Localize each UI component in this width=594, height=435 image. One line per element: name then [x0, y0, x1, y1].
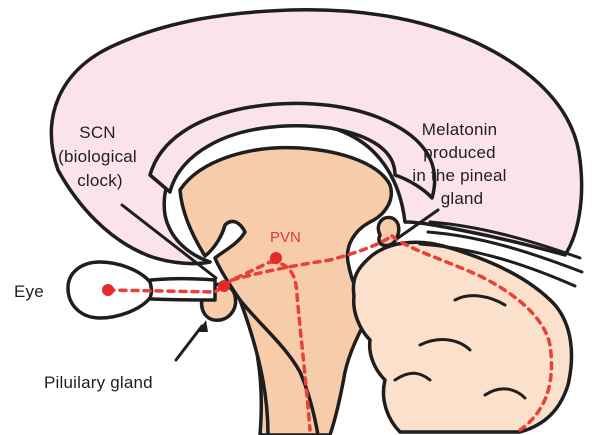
- pituitary-arrow-head: [198, 320, 208, 332]
- eye-dot: [102, 284, 114, 296]
- scn-dot: [218, 280, 230, 292]
- pituitary-arrow-line: [176, 326, 202, 360]
- pvn-dot: [270, 252, 282, 264]
- eye-label: Eye: [14, 282, 44, 301]
- pvn-label: PVN: [270, 229, 301, 246]
- pituitary-label: Piluilary gland: [44, 373, 153, 392]
